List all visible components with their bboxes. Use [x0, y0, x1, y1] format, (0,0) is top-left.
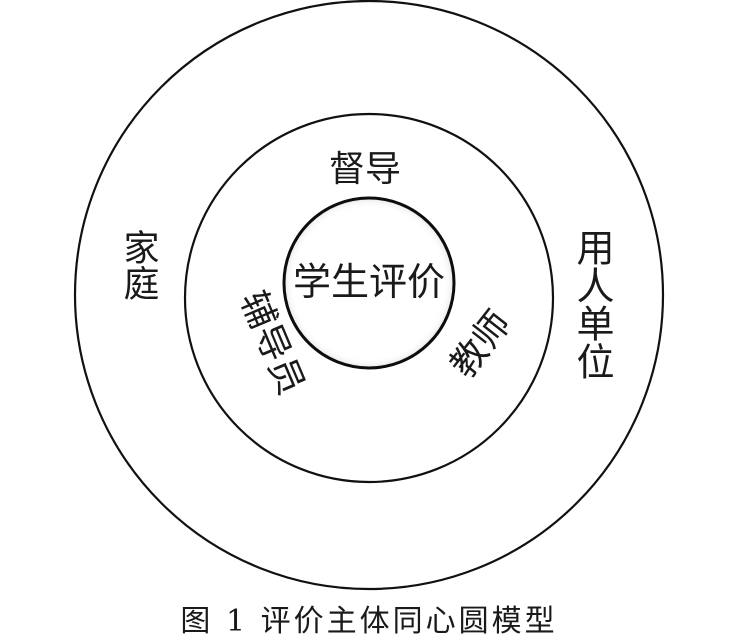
center-circle [282, 196, 456, 370]
figure-caption: 图 1 评价主体同心圆模型 [180, 604, 558, 639]
outer-ring-left-label: 家庭 [118, 229, 159, 301]
middle-ring-top-label: 督导 [329, 149, 401, 190]
middle-ring-circle [183, 112, 555, 484]
outer-ring-right-label: 用人单位 [570, 228, 614, 380]
center-label: 学生评价 [293, 260, 445, 304]
outer-ring-circle [73, 0, 665, 591]
middle-ring-right-label: 教师 [443, 304, 520, 386]
